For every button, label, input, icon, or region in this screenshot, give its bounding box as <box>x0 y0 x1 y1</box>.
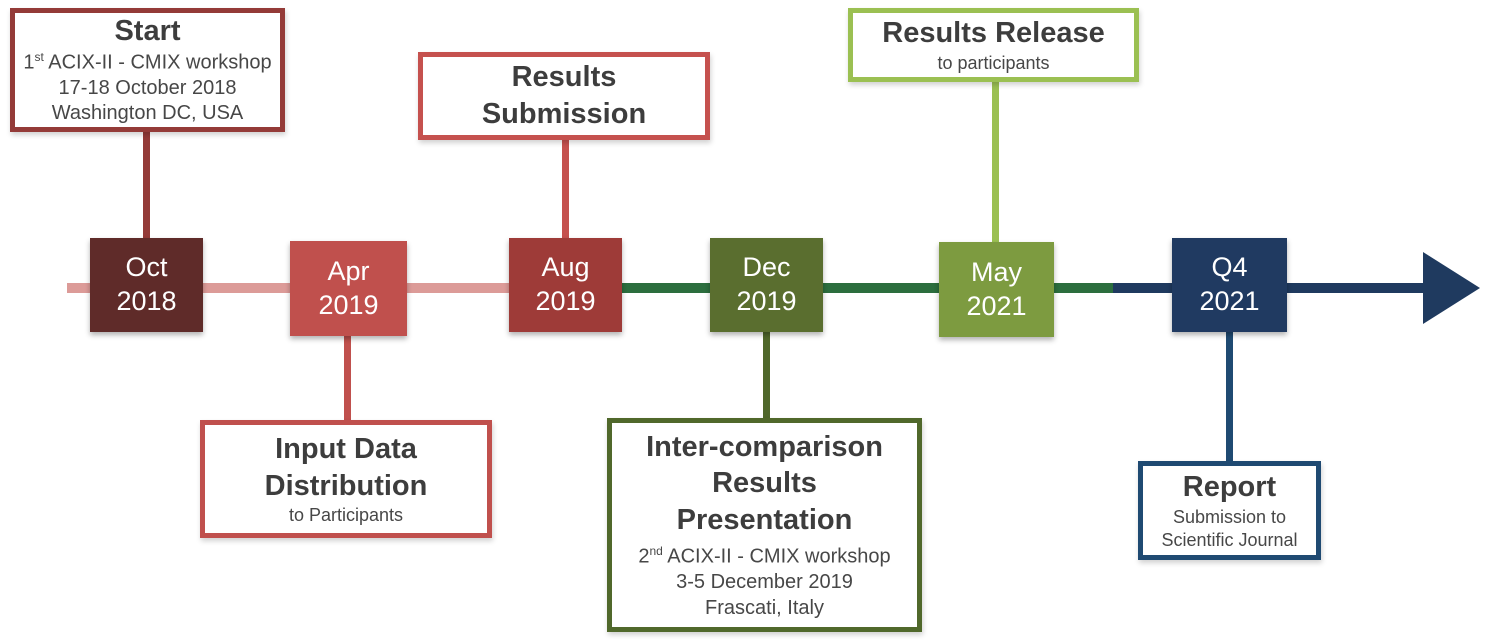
milestone-apr-2019: Apr 2019 <box>290 241 407 336</box>
timeline-segment-mid <box>565 283 1113 293</box>
callout-workshop-line: 1st ACIX-II - CMIX workshop <box>23 50 271 76</box>
callout-title: Inter-comparison Results Presentation <box>646 430 883 536</box>
callout-results-submission: Results Submission <box>418 52 710 140</box>
milestone-year: 2021 <box>1199 286 1260 316</box>
callout-start: Start 1st ACIX-II - CMIX workshop 17-18 … <box>10 8 285 132</box>
connector-input-data <box>344 334 351 424</box>
callout-workshop-line: 2nd ACIX-II - CMIX workshop <box>638 544 890 570</box>
milestone-year: 2018 <box>116 286 177 316</box>
callout-title: Report <box>1182 471 1277 504</box>
callout-location-line: Washington DC, USA <box>51 102 244 125</box>
ordinal-number: 2 <box>638 546 650 569</box>
connector-report <box>1226 329 1233 463</box>
callout-input-data-distribution: Input Data Distribution to Participants <box>200 420 492 538</box>
callout-results-release: Results Release to participants <box>848 8 1139 82</box>
callout-title: Start <box>114 15 181 48</box>
ordinal-suffix: st <box>34 49 44 64</box>
milestone-month: May <box>970 256 1022 287</box>
workshop-name: ACIX-II - CMIX workshop <box>662 546 891 569</box>
milestone-month: Apr <box>327 255 370 286</box>
callout-results-presentation: Inter-comparison Results Presentation 2n… <box>607 418 922 632</box>
milestone-month: Oct <box>125 252 168 283</box>
callout-date-line: 17-18 October 2018 <box>58 76 237 99</box>
connector-presentation <box>763 329 770 422</box>
workshop-name: ACIX-II - CMIX workshop <box>43 51 272 74</box>
callout-title: Results Release <box>882 17 1105 50</box>
callout-date-line: 3-5 December 2019 <box>676 571 853 594</box>
milestone-aug-2019: Aug 2019 <box>509 238 622 332</box>
milestone-year: 2019 <box>318 289 379 320</box>
callout-subtitle: to participants <box>937 52 1050 73</box>
callout-subtitle: Submission to Scientific Journal <box>1161 506 1298 550</box>
callout-title: Input Data Distribution <box>264 433 428 502</box>
milestone-quarter: Q4 <box>1211 252 1248 283</box>
callout-report: Report Submission to Scientific Journal <box>1138 461 1321 560</box>
milestone-month: Aug <box>541 252 590 283</box>
milestone-year: 2021 <box>966 290 1027 321</box>
milestone-q4-2021: Q4 2021 <box>1172 238 1287 332</box>
milestone-year: 2019 <box>736 286 797 316</box>
milestone-dec-2019: Dec 2019 <box>710 238 823 332</box>
ordinal-suffix: nd <box>649 544 663 559</box>
milestone-month: Dec <box>742 252 791 283</box>
milestone-oct-2018: Oct 2018 <box>90 238 203 332</box>
milestone-year: 2019 <box>535 286 596 316</box>
connector-results-release <box>992 78 999 246</box>
connector-results-submission <box>562 138 569 242</box>
connector-start <box>143 130 150 242</box>
callout-title: Results Submission <box>481 61 647 130</box>
callout-subtitle: to Participants <box>288 505 404 526</box>
timeline-arrowhead-icon <box>1423 252 1480 324</box>
callout-location-line: Frascati, Italy <box>705 596 824 619</box>
ordinal-number: 1 <box>23 51 35 74</box>
milestone-may-2021: May 2021 <box>939 242 1054 337</box>
